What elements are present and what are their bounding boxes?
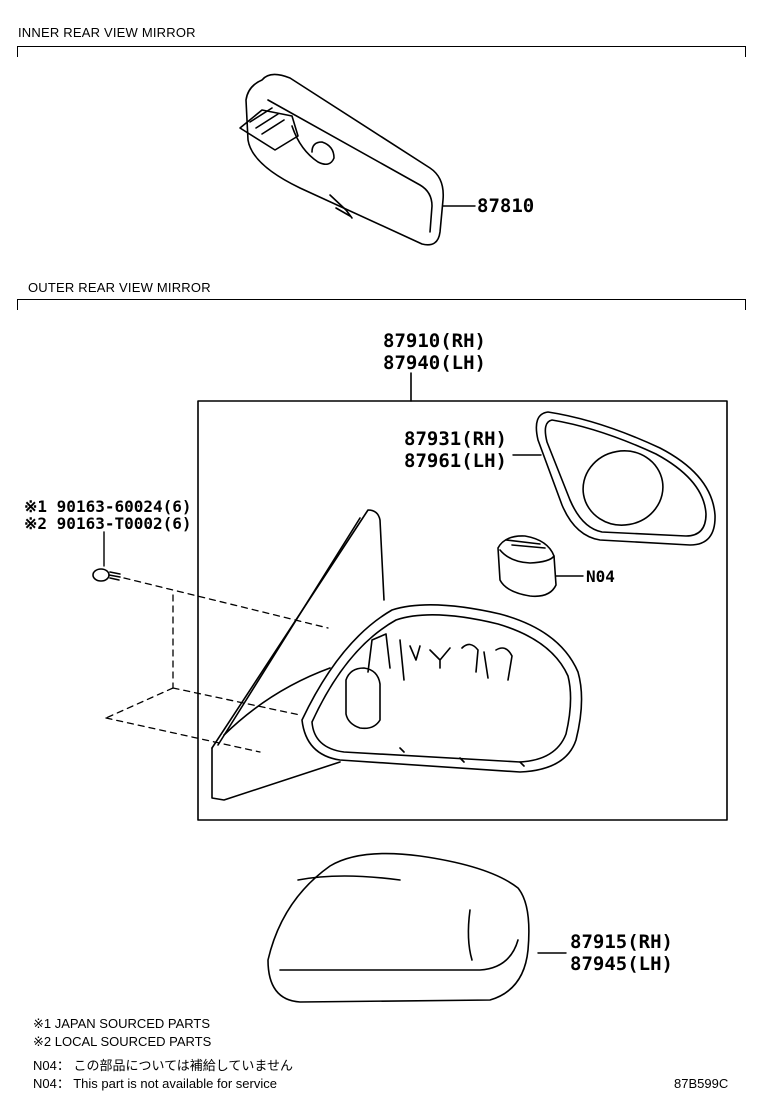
mirror-base-drawing <box>211 509 385 801</box>
part-number-outer-assy-rh: 87910(RH) <box>383 330 486 352</box>
inner-mirror-drawing <box>239 73 445 246</box>
note-n04-japanese: N04： この部品については補給していません <box>33 1058 294 1073</box>
inner-section-bracket <box>17 46 746 57</box>
n04-motor-drawing <box>497 535 557 598</box>
outer-assy-box <box>197 400 728 821</box>
part-number-n04: N04 <box>586 567 615 586</box>
part-number-screw-local: ※2 90163-T0002(6) <box>24 514 192 533</box>
note-japan-sourced: ※1 JAPAN SOURCED PARTS <box>33 1016 211 1031</box>
part-number-mirror-glass-rh: 87931(RH) <box>404 428 507 450</box>
note-n04-english: N04： This part is not available for serv… <box>33 1076 277 1091</box>
part-number-cover-rh: 87915(RH) <box>570 931 673 953</box>
mirror-cover-drawing <box>267 852 530 1003</box>
part-number-outer-assy-lh: 87940(LH) <box>383 352 486 374</box>
diagram-code: 87B599C <box>674 1076 729 1091</box>
screw-drawing <box>92 531 121 582</box>
part-number-screw-japan: ※1 90163-60024(6) <box>24 497 192 516</box>
note-local-sourced: ※2 LOCAL SOURCED PARTS <box>33 1034 212 1049</box>
outer-section-title: OUTER REAR VIEW MIRROR <box>28 280 211 295</box>
mirror-housing-drawing <box>301 604 583 773</box>
part-number-mirror-glass-lh: 87961(LH) <box>404 450 507 472</box>
outer-section-bracket <box>17 299 746 310</box>
part-number-cover-lh: 87945(LH) <box>570 953 673 975</box>
mirror-glass-drawing <box>535 411 716 546</box>
part-number-inner-mirror: 87810 <box>477 195 535 217</box>
inner-section-title: INNER REAR VIEW MIRROR <box>18 25 196 40</box>
